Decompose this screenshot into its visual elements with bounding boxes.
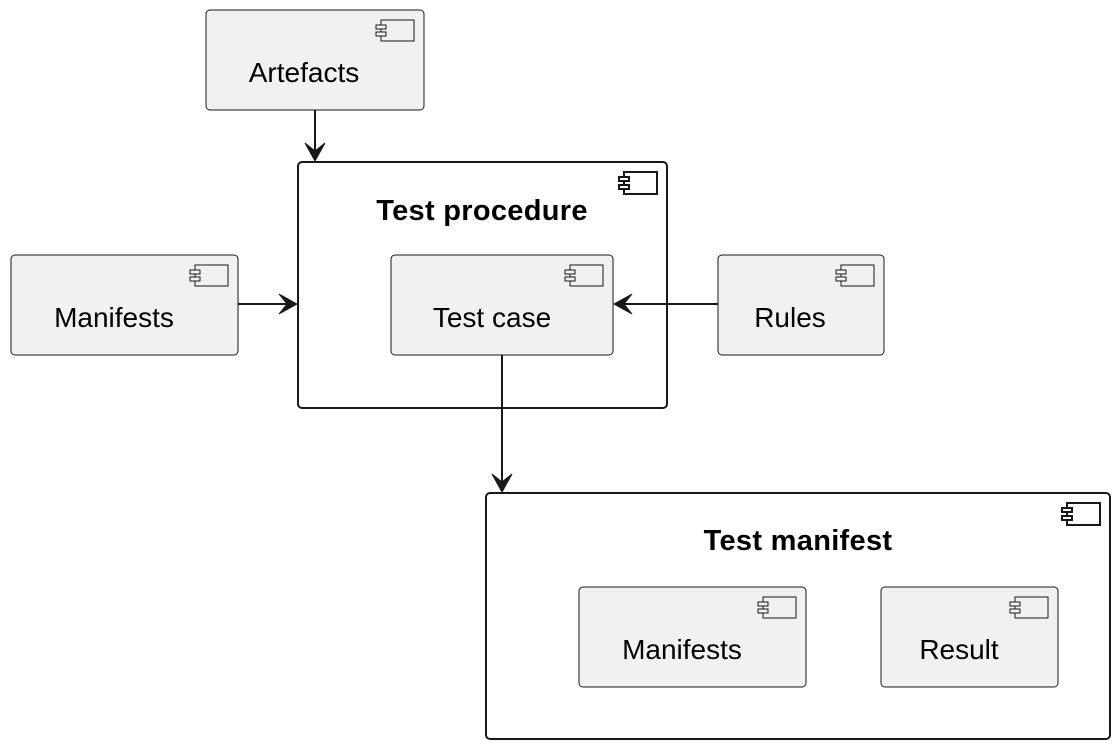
arrowhead <box>304 142 326 163</box>
component-artefacts: Artefacts <box>205 9 425 111</box>
component-rules-label: Rules <box>754 302 826 333</box>
arrowhead <box>278 293 299 315</box>
arrowhead <box>612 293 633 315</box>
container-test-manifest-label: Test manifest <box>704 525 893 557</box>
component-icon <box>1061 502 1101 526</box>
component-manifests: Manifests <box>578 586 807 688</box>
component-manifests-left: Manifests <box>10 254 239 356</box>
component-test-case-label: Test case <box>433 302 551 333</box>
component-icon <box>189 264 229 287</box>
component-test-case: Test case <box>390 254 614 356</box>
component-icon <box>375 19 415 42</box>
component-rules: Rules <box>717 254 885 356</box>
component-icon <box>618 171 658 195</box>
component-icon <box>757 596 797 619</box>
component-result-label: Result <box>919 634 999 665</box>
component-manifests-label: Manifests <box>622 634 742 665</box>
arrowhead <box>491 473 513 494</box>
component-manifests-left-label: Manifests <box>54 302 174 333</box>
component-icon <box>564 264 604 287</box>
component-artefacts-label: Artefacts <box>249 57 359 88</box>
component-icon <box>835 264 875 287</box>
edge-artefacts-to-test-procedure <box>304 110 326 163</box>
container-test-procedure-label: Test procedure <box>376 195 588 227</box>
component-result: Result <box>880 586 1059 688</box>
component-icon <box>1009 596 1049 619</box>
edge-rules-to-test-case <box>612 293 718 315</box>
edge-manifests-to-test-procedure <box>238 293 299 315</box>
edge-test-case-to-test-manifest <box>491 355 513 494</box>
